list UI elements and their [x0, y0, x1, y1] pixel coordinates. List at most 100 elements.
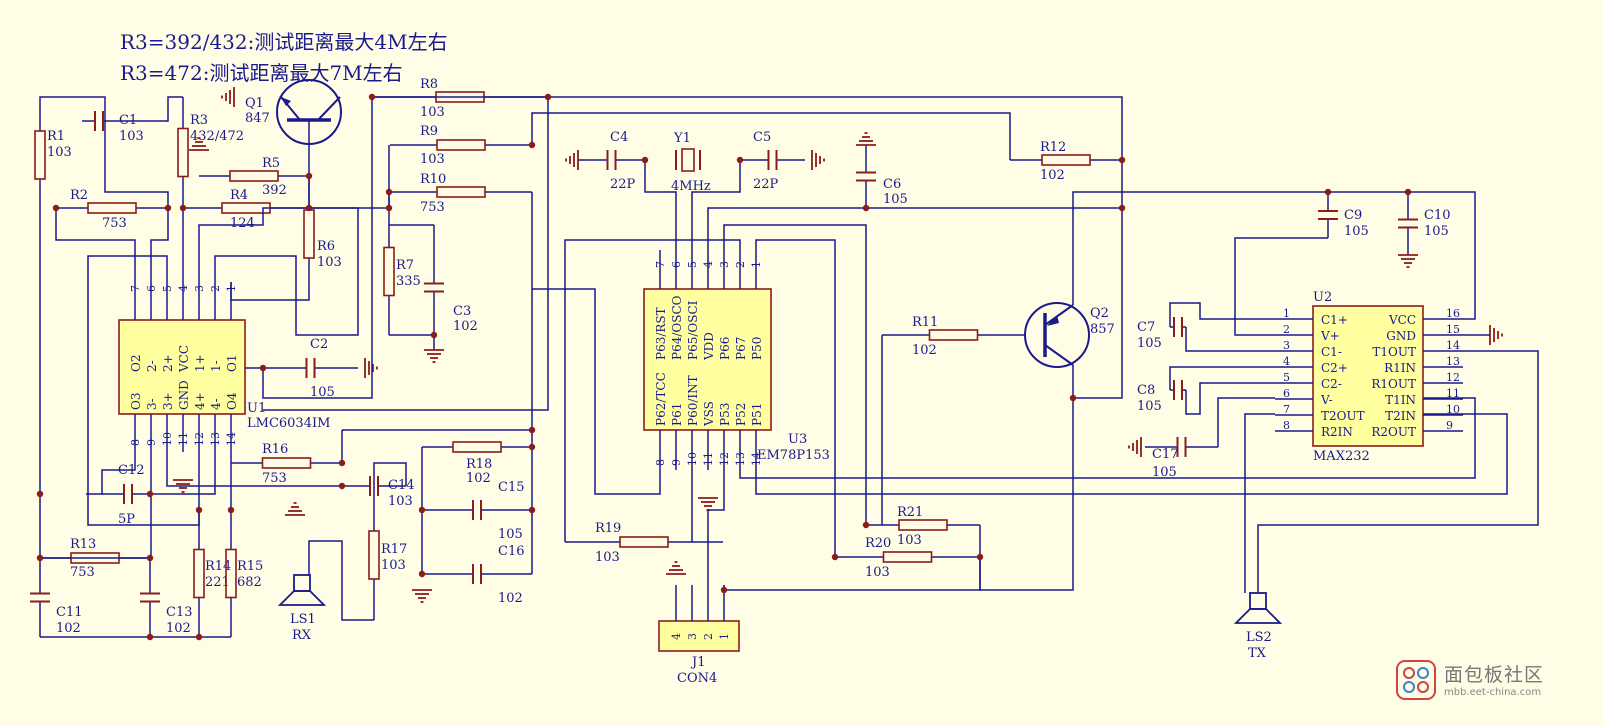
ground-icon — [412, 589, 432, 603]
resistor-ref: R21 — [897, 505, 923, 520]
ground-icon — [285, 502, 305, 516]
pin-number: 4 — [1283, 355, 1290, 368]
pin-name: O4 — [225, 392, 239, 410]
pin-number: 12 — [718, 452, 731, 466]
pin-name: P53 — [718, 403, 732, 426]
pin-name: C2+ — [1321, 361, 1348, 375]
resistor-ref: R1 — [47, 129, 65, 144]
connector-ref: J1 — [690, 655, 705, 670]
pin-number: 3 — [686, 633, 699, 640]
crystal-value: 4MHz — [671, 179, 711, 194]
capacitor-value: 103 — [119, 129, 144, 144]
junction-dot — [528, 506, 536, 514]
wire — [755, 239, 836, 557]
capacitor-ref: C15 — [498, 480, 525, 495]
pin-name: P66 — [718, 337, 732, 360]
ic-part: MAX232 — [1313, 449, 1370, 464]
junction-dot — [862, 204, 870, 212]
pin-name: 3- — [145, 398, 159, 410]
junction-dot — [528, 443, 536, 451]
resistor-value: 103 — [420, 152, 445, 167]
junction-dot — [338, 482, 346, 490]
pin-number: 1 — [718, 633, 731, 640]
pin-name: T2OUT — [1321, 409, 1365, 423]
pin-number: 12 — [193, 432, 206, 446]
wire — [170, 452, 216, 495]
junction-dot — [146, 633, 154, 641]
capacitor-value: 105 — [1152, 465, 1177, 480]
wire — [691, 160, 741, 250]
wire — [1169, 366, 1275, 390]
ground-icon — [221, 87, 235, 107]
capacitor-value: 105 — [1424, 224, 1449, 239]
resistor-value: 753 — [262, 471, 287, 486]
wire — [564, 239, 741, 542]
pin-number: 1 — [750, 261, 763, 268]
resistor-value: 392 — [262, 183, 287, 198]
pin-name: 3+ — [161, 392, 175, 410]
ground-icon — [424, 349, 444, 363]
pin-name: T1IN — [1385, 393, 1416, 407]
wire — [101, 452, 136, 494]
ground-icon — [1398, 254, 1418, 268]
pin-name: P50 — [750, 337, 764, 360]
pin-number: 8 — [654, 459, 667, 466]
ground-icon — [856, 132, 876, 146]
ic-ref: U1 — [247, 401, 266, 416]
junction-dot — [146, 490, 154, 498]
pin-number: 2 — [209, 285, 222, 292]
pin-number: 10 — [686, 452, 699, 466]
ic-ref: U2 — [1313, 290, 1332, 305]
pin-name: R1IN — [1384, 361, 1416, 375]
capacitor-ref: C16 — [498, 544, 525, 559]
pin-name: 4- — [209, 398, 223, 410]
wire — [707, 207, 1122, 250]
junction-dot — [164, 204, 172, 212]
resistor-ref: R13 — [70, 537, 96, 552]
note-line-1: R3=392/432:测试距离最大4M左右 — [120, 30, 448, 54]
pin-name: 2+ — [161, 354, 175, 372]
junction-dot — [338, 459, 346, 467]
junction-dot — [368, 93, 376, 101]
junction-dot — [52, 204, 60, 212]
pin-name: P61 — [670, 403, 684, 426]
capacitor-value: 5P — [118, 512, 135, 527]
wire — [1072, 191, 1328, 305]
pin-name: VCC — [1388, 313, 1416, 327]
ic-body — [118, 319, 246, 415]
junction-dot — [195, 633, 203, 641]
capacitor-ref: C10 — [1424, 208, 1451, 223]
wire — [980, 398, 1074, 591]
junction-dot — [1404, 188, 1412, 196]
resistor-value: 221 — [205, 575, 230, 590]
resistor-value: 102 — [466, 471, 491, 486]
capacitor-value: 22P — [753, 177, 779, 192]
ground-icon — [698, 497, 718, 511]
pin-number: 5 — [1283, 371, 1290, 384]
wire — [1234, 237, 1328, 336]
resistor-value: 682 — [237, 575, 262, 590]
junction-dot — [227, 506, 235, 514]
resistor-value: 432/472 — [190, 129, 244, 144]
junction-dot — [720, 586, 728, 594]
resistor-ref: R11 — [912, 315, 938, 330]
junction-dot — [976, 553, 984, 561]
